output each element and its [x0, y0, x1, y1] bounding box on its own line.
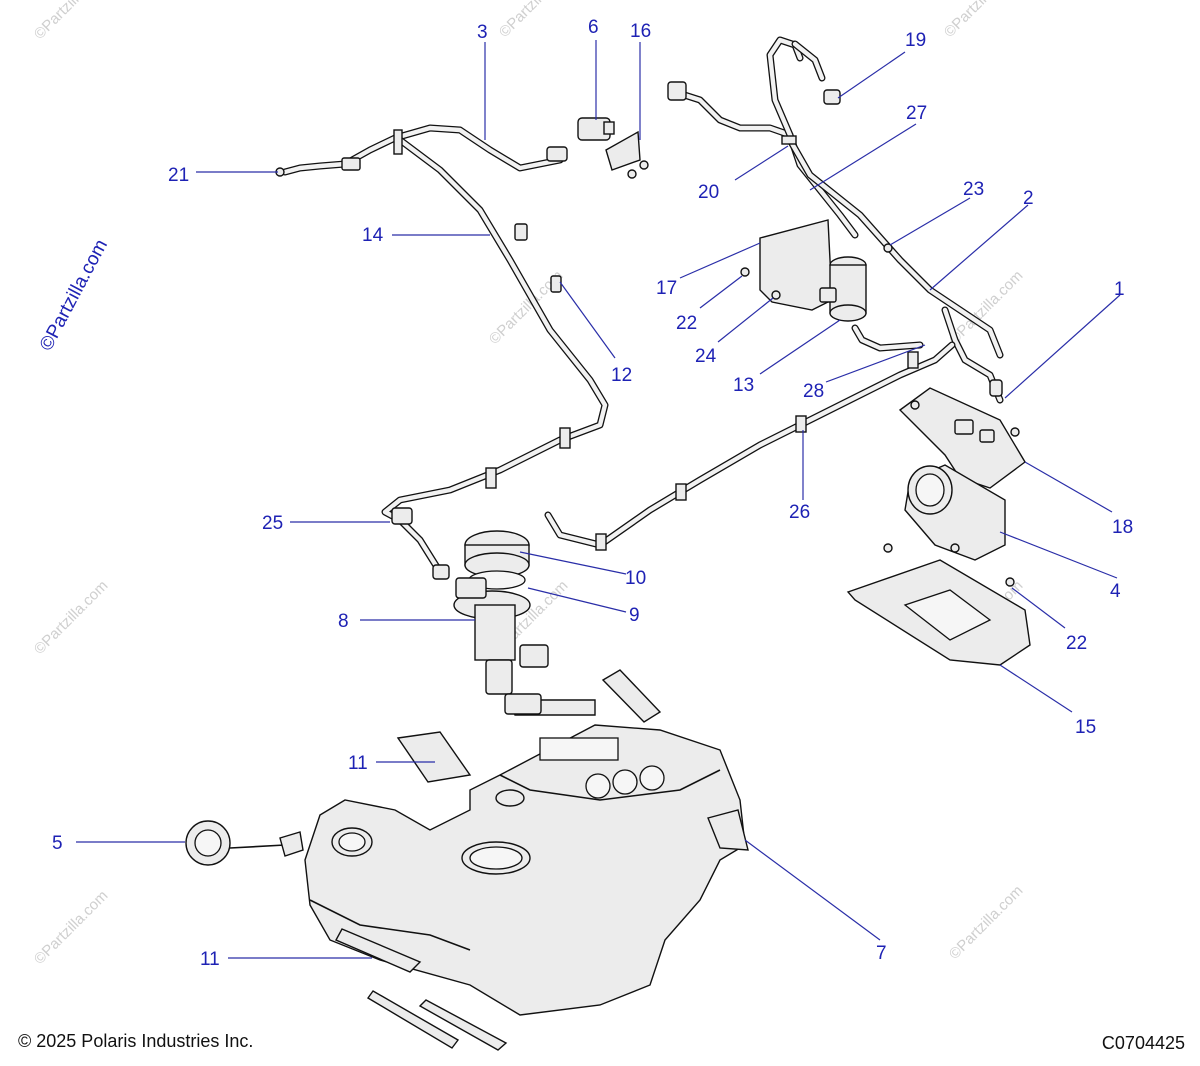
callout-2[interactable]: 2 [1023, 188, 1034, 209]
watermark: ©Partzilla.com [31, 887, 112, 968]
fuel-tank [304, 724, 749, 1051]
callout-10[interactable]: 10 [625, 568, 646, 589]
callout-6[interactable]: 6 [588, 17, 599, 38]
watermark: ©Partzilla.com [31, 0, 112, 43]
vent-line-right [544, 36, 1004, 551]
callout-11-top[interactable]: 11 [348, 753, 368, 774]
callout-8[interactable]: 8 [338, 611, 349, 632]
watermark: ©Partzilla.com [946, 882, 1027, 963]
diagram-code: C0704425 [1101, 1033, 1185, 1053]
callout-20[interactable]: 20 [698, 182, 719, 203]
leader-lines [76, 40, 1121, 959]
callout-1[interactable]: 1 [1114, 279, 1125, 300]
callout-27[interactable]: 27 [906, 103, 927, 124]
callout-19[interactable]: 19 [905, 30, 926, 51]
callout-9[interactable]: 9 [629, 605, 640, 626]
callout-16[interactable]: 16 [630, 21, 651, 42]
fuel-pump-assembly [453, 530, 662, 723]
callout-13[interactable]: 13 [733, 375, 754, 396]
callout-5[interactable]: 5 [52, 833, 63, 854]
callout-14[interactable]: 14 [362, 225, 384, 246]
callout-23[interactable]: 23 [963, 179, 984, 200]
callout-11-bottom[interactable]: 11 [200, 949, 220, 970]
callout-7[interactable]: 7 [876, 943, 887, 964]
side-watermark: ©Partzilla.com [36, 236, 112, 354]
callout-26[interactable]: 26 [789, 502, 810, 523]
callout-18[interactable]: 18 [1112, 517, 1133, 538]
watermark: ©Partzilla.com [941, 0, 1022, 41]
callout-4[interactable]: 4 [1110, 581, 1121, 602]
watermark: ©Partzilla.com [496, 0, 577, 41]
callout-22-lower[interactable]: 22 [1066, 633, 1087, 654]
callout-24[interactable]: 24 [695, 346, 717, 367]
vent-line-left [275, 117, 649, 580]
callout-15[interactable]: 15 [1075, 717, 1096, 738]
copyright-text: © 2025 Polaris Industries Inc. [18, 1031, 254, 1051]
canister-assembly [846, 387, 1031, 666]
callout-22-upper[interactable]: 22 [676, 313, 697, 334]
callout-17[interactable]: 17 [656, 278, 677, 299]
callout-21[interactable]: 21 [168, 165, 189, 186]
callout-12[interactable]: 12 [611, 365, 632, 386]
fuel-cap [185, 820, 304, 866]
callout-3[interactable]: 3 [477, 22, 488, 43]
callout-28[interactable]: 28 [803, 381, 824, 402]
callout-25[interactable]: 25 [262, 513, 283, 534]
watermark: ©Partzilla.com [31, 577, 112, 658]
callout-labels: 1 2 3 4 5 6 7 8 9 10 11 11 12 13 14 15 1… [52, 17, 1133, 970]
